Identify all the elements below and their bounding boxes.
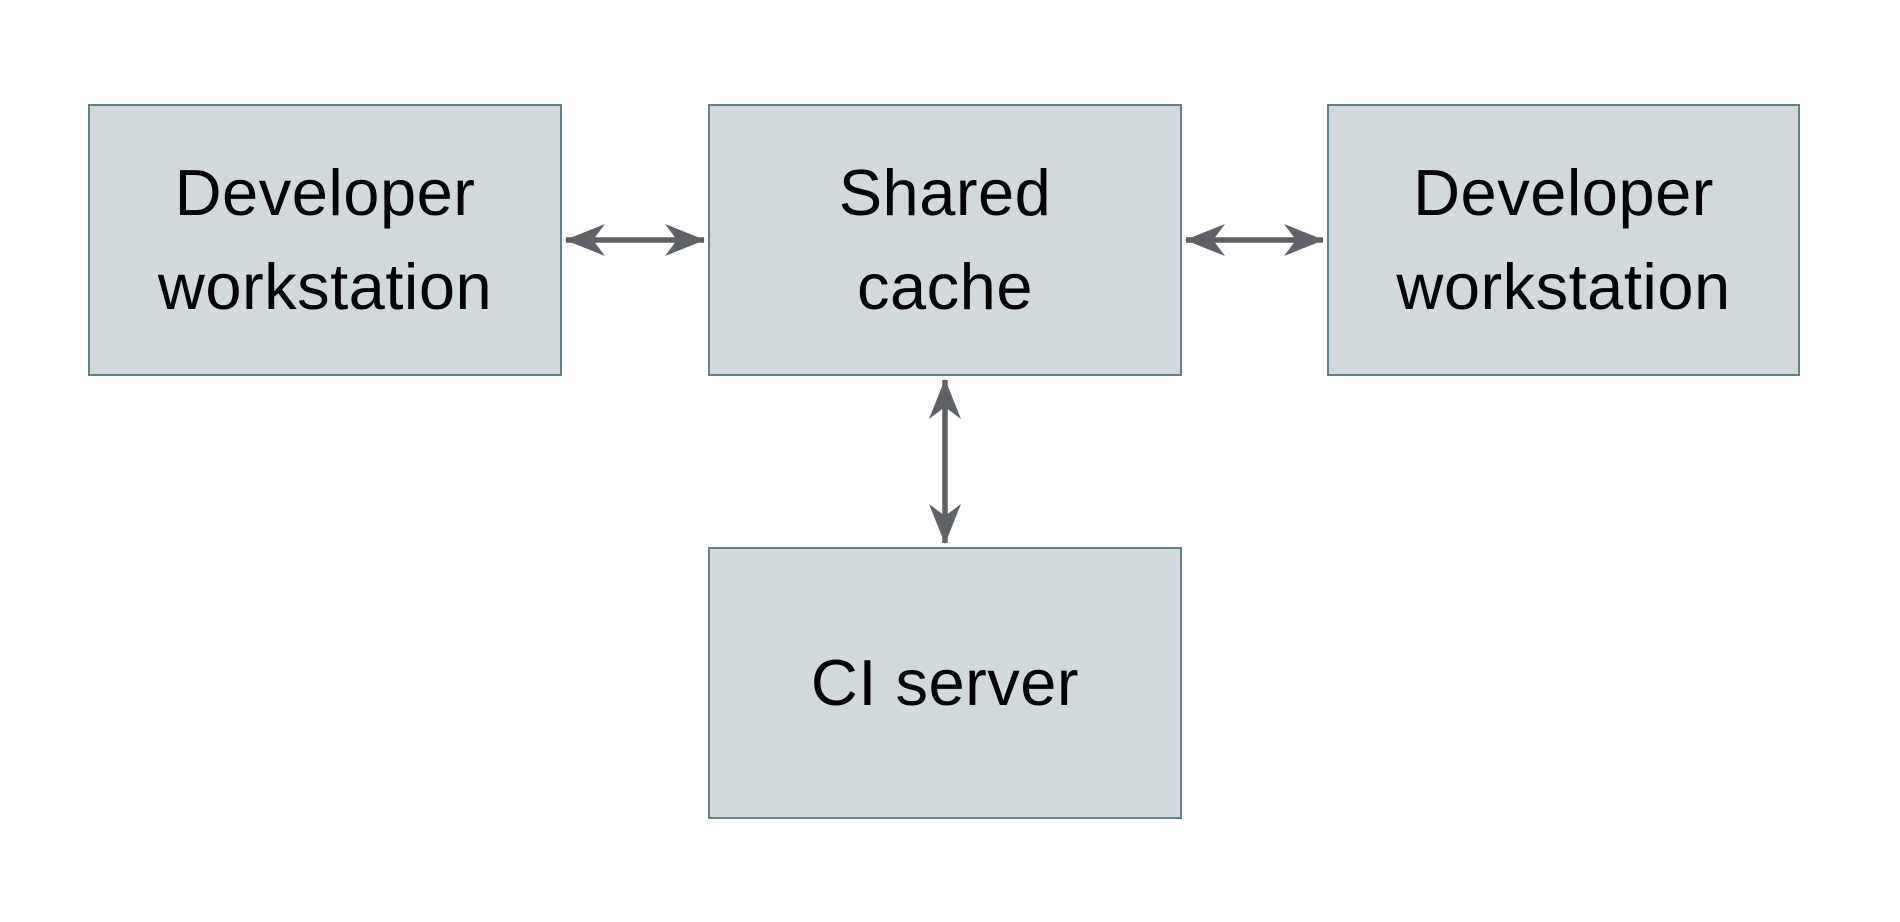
node-label: Developer workstation — [1396, 155, 1731, 323]
node-shared-cache: Shared cache — [708, 104, 1182, 376]
node-ci-server: CI server — [708, 547, 1182, 819]
node-label: CI server — [810, 645, 1080, 719]
node-developer-workstation-right: Developer workstation — [1327, 104, 1800, 376]
node-label: Shared cache — [838, 155, 1052, 323]
node-label: Developer workstation — [157, 155, 493, 323]
node-developer-workstation-left: Developer workstation — [88, 104, 562, 376]
